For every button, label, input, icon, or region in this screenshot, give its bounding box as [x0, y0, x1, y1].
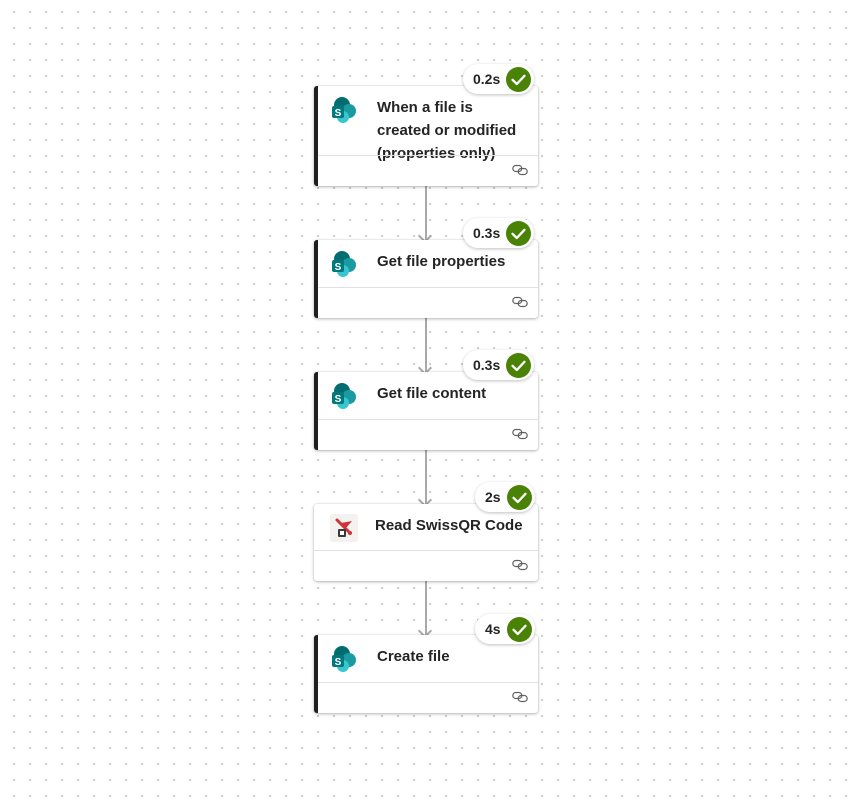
- success-check-icon: [506, 352, 532, 378]
- svg-text:S: S: [335, 108, 342, 119]
- step-title: Read SwissQR Code: [375, 517, 523, 534]
- step-title: Get file content: [377, 385, 487, 402]
- link-icon[interactable]: [512, 296, 528, 308]
- step-title: When a file is created or modified (prop…: [377, 99, 517, 162]
- swissqr-icon: [330, 514, 358, 542]
- card-header: S Get file properties: [318, 240, 538, 278]
- duration-label: 0.3s: [473, 357, 501, 373]
- step-title: Get file properties: [377, 253, 506, 270]
- sharepoint-icon: S: [332, 97, 356, 123]
- card-footer: [318, 155, 538, 186]
- link-icon[interactable]: [512, 164, 528, 176]
- success-check-icon: [506, 220, 532, 246]
- flow-step-card[interactable]: S Create file: [314, 635, 538, 713]
- status-badge[interactable]: 0.2s: [463, 64, 535, 94]
- card-header: Read SwissQR Code: [314, 504, 538, 542]
- card-header: S Create file: [318, 635, 538, 673]
- card-footer: [318, 287, 538, 318]
- duration-label: 4s: [485, 621, 501, 637]
- connector-arrow: [417, 186, 433, 244]
- sharepoint-icon: S: [332, 383, 356, 409]
- success-check-icon: [506, 616, 532, 642]
- success-check-icon: [506, 66, 532, 92]
- sharepoint-icon: S: [332, 251, 356, 277]
- flow-step-card[interactable]: S Get file content: [314, 372, 538, 450]
- link-icon[interactable]: [512, 691, 528, 703]
- link-icon[interactable]: [512, 428, 528, 440]
- card-header: S Get file content: [318, 372, 538, 410]
- duration-label: 0.3s: [473, 225, 501, 241]
- sharepoint-icon: S: [332, 646, 356, 672]
- status-badge[interactable]: 0.3s: [463, 218, 535, 248]
- svg-text:S: S: [335, 394, 342, 405]
- card-footer: [318, 419, 538, 450]
- svg-text:S: S: [335, 262, 342, 273]
- connector-arrow: [417, 318, 433, 376]
- status-badge[interactable]: 2s: [475, 482, 535, 512]
- status-badge[interactable]: 4s: [475, 614, 535, 644]
- flow-step-card[interactable]: S When a file is created or modified (pr…: [314, 86, 538, 186]
- duration-label: 2s: [485, 489, 501, 505]
- card-footer: [318, 682, 538, 713]
- connector-arrow: [417, 581, 433, 639]
- step-title: Create file: [377, 648, 450, 665]
- flow-step-card[interactable]: S Get file properties: [314, 240, 538, 318]
- connector-arrow: [417, 450, 433, 508]
- svg-text:S: S: [335, 657, 342, 668]
- card-footer: [314, 550, 538, 581]
- duration-label: 0.2s: [473, 71, 501, 87]
- status-badge[interactable]: 0.3s: [463, 350, 535, 380]
- card-header: S When a file is created or modified (pr…: [318, 86, 538, 165]
- success-check-icon: [506, 484, 532, 510]
- link-icon[interactable]: [512, 559, 528, 571]
- flow-step-card[interactable]: Read SwissQR Code: [314, 504, 538, 581]
